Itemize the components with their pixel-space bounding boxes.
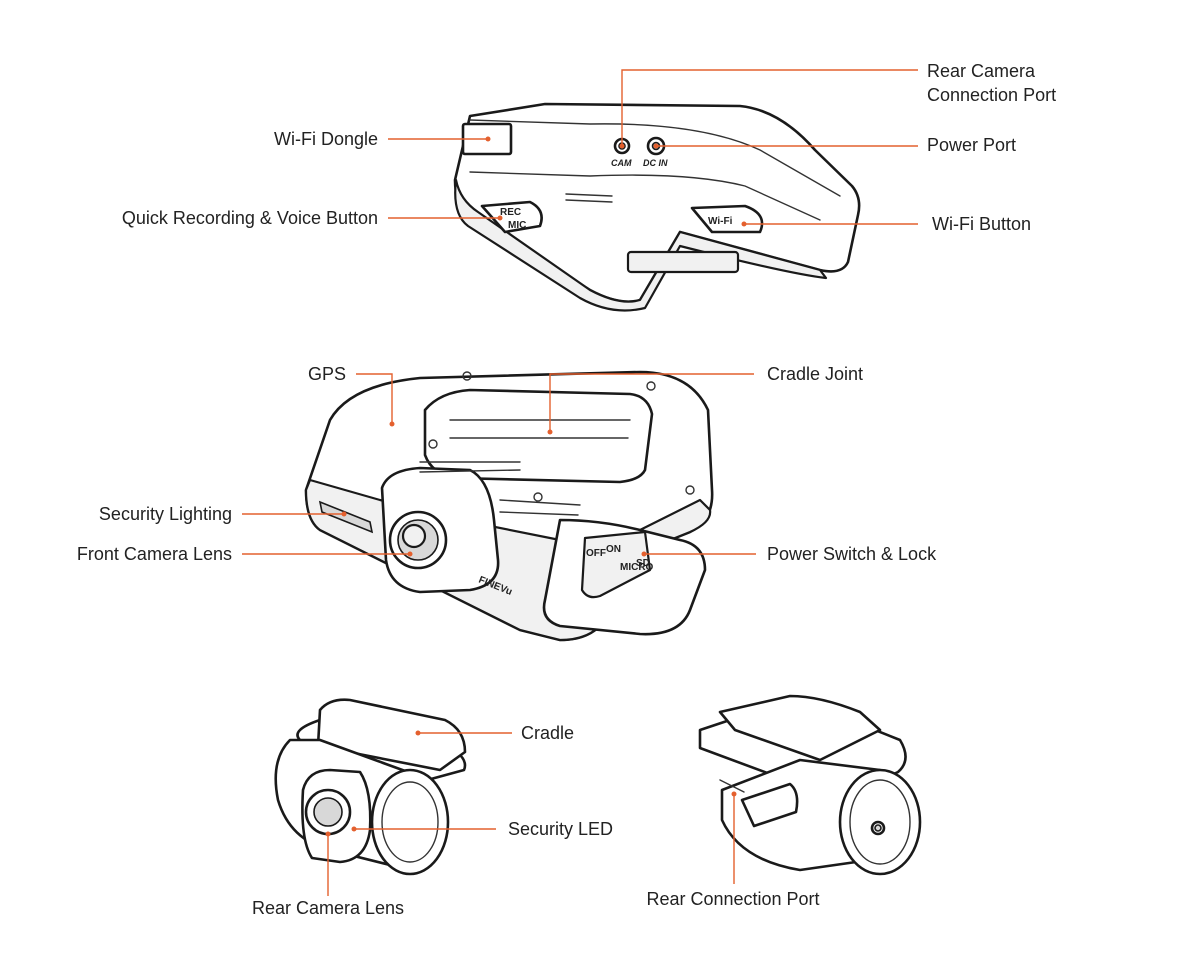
- mic-marking: MIC: [508, 220, 526, 231]
- label-rear-camera-port-line2: Connection Port: [927, 85, 1056, 105]
- micro-marking: MICRO: [620, 562, 654, 573]
- label-cradle-joint: Cradle Joint: [767, 364, 863, 384]
- rear-camera-front-view: [274, 698, 467, 876]
- cradle-joint-shape: [423, 388, 654, 484]
- rear-side-cap: [370, 768, 450, 876]
- security-lighting-strip: [318, 500, 374, 534]
- labels: Wi-Fi Dongle Rear Camera Connection Port…: [77, 61, 1056, 918]
- label-cradle: Cradle: [521, 723, 574, 743]
- label-power-port: Power Port: [927, 135, 1016, 155]
- cam-marking: CAM: [611, 158, 632, 168]
- on-marking: ON: [606, 544, 621, 555]
- label-wifi-dongle: Wi-Fi Dongle: [274, 129, 378, 149]
- label-rear-camera-lens: Rear Camera Lens: [252, 898, 404, 918]
- off-marking: OFF: [586, 548, 606, 559]
- rear-camera-back-view: [698, 694, 922, 876]
- rear-back-cradle-shape: [718, 694, 882, 762]
- dashcam-rear-view: CAM DC IN REC MIC Wi-Fi: [453, 102, 861, 312]
- label-security-lighting: Security Lighting: [99, 504, 232, 524]
- rec-marking: REC: [500, 207, 521, 218]
- rec-mic-button-shape: [480, 200, 543, 234]
- dc-in-marking: DC IN: [643, 158, 668, 168]
- wifi-marking: Wi-Fi: [708, 216, 733, 227]
- label-gps: GPS: [308, 364, 346, 384]
- label-quick-recording: Quick Recording & Voice Button: [122, 208, 378, 228]
- label-rear-connection-port: Rear Connection Port: [646, 889, 819, 909]
- label-wifi-button: Wi-Fi Button: [932, 214, 1031, 234]
- rear-connection-port-shape: [740, 782, 799, 828]
- power-switch-shape: [580, 530, 652, 599]
- sd-marking: SD: [636, 558, 650, 569]
- label-power-switch: Power Switch & Lock: [767, 544, 937, 564]
- leader-lines: [242, 69, 918, 896]
- label-security-led: Security LED: [508, 819, 613, 839]
- label-front-camera-lens: Front Camera Lens: [77, 544, 232, 564]
- label-rear-camera-port-line1: Rear Camera: [927, 61, 1036, 81]
- dashcam-front-view: OFF ON MICRO SD FINEVu: [304, 370, 714, 642]
